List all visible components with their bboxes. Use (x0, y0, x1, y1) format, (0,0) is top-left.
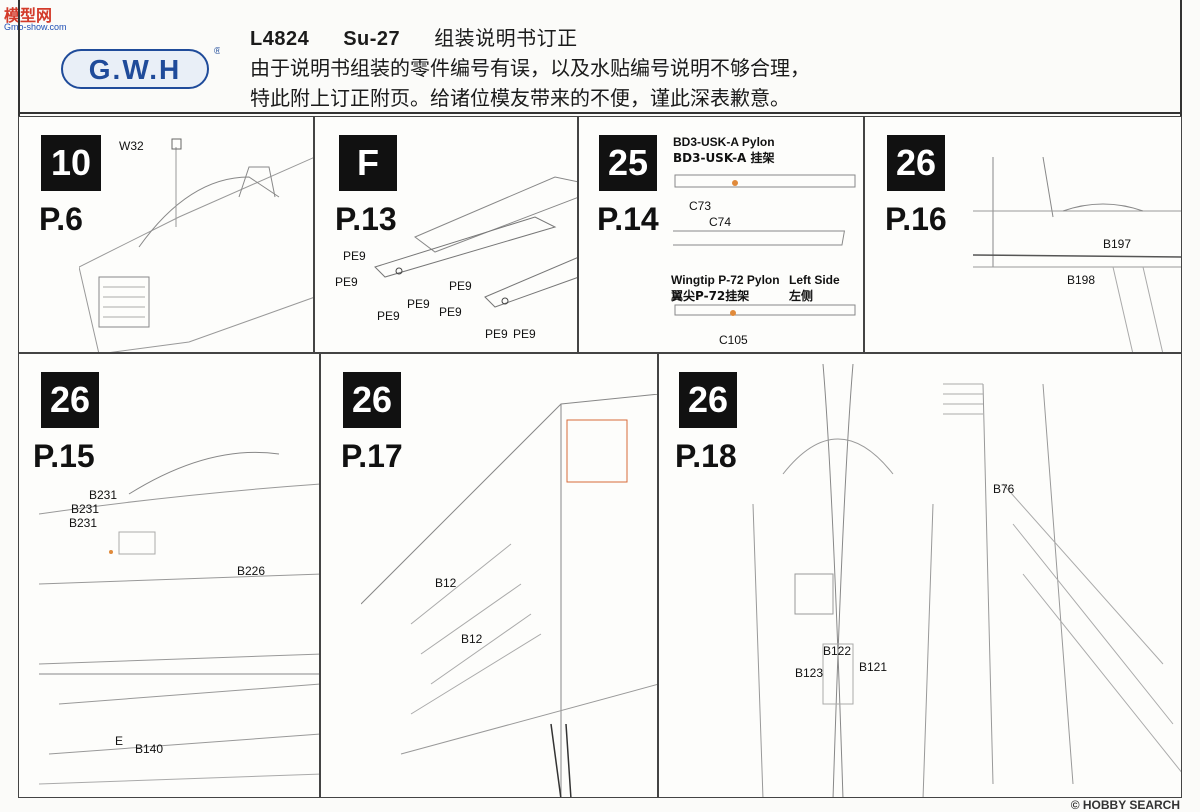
part-label: E (115, 734, 124, 748)
step-badge: 25 (599, 135, 657, 191)
panel-step26-p15: 26 P.15 B231 B231 B231 B226 E B140 (18, 353, 320, 798)
header-notice-line2: 特此附上订正附页。给诸位模友带来的不便，谨此深表歉意。 (250, 86, 790, 110)
page-reference: P.18 (675, 438, 737, 474)
part-label: B12 (435, 576, 457, 590)
pylon-drawing (673, 174, 856, 316)
panel-stepF-p13: F P.13 PE9 PE9 PE9 PE9 PE9 PE9 PE9 PE9 (314, 116, 578, 353)
part-label: B226 (237, 564, 266, 578)
part-label: PE9 (377, 309, 400, 323)
model-name: Su-27 (343, 28, 401, 50)
step-badge: 26 (343, 372, 401, 428)
svg-text:®: ® (214, 46, 220, 57)
panel-step25-p14: 25 P.14 BD3-USK-A Pylon BD3-USK-A 挂架 C73… (578, 116, 864, 353)
part-label: B123 (795, 666, 824, 680)
part-label: PE9 (449, 279, 472, 293)
part-label: B76 (993, 482, 1015, 496)
panel-step26-p16: 26 P.16 B197 B198 (864, 116, 1182, 353)
cockpit-drawing (79, 138, 313, 352)
part-label: C105 (719, 333, 748, 347)
panel-step26-p17: 26 P.17 B12 B12 (320, 353, 658, 798)
part-label: PE9 (439, 305, 462, 319)
site-watermark-sub: Gmo-show.com (4, 22, 67, 32)
part-label: C73 (689, 199, 712, 213)
part-label: B231 (69, 516, 98, 530)
intake-drawing (973, 157, 1181, 352)
page-reference: P.16 (885, 201, 947, 237)
correction-title: 组装说明书订正 (434, 26, 578, 50)
page-reference: P.6 (39, 201, 83, 237)
part-label: B121 (859, 660, 888, 674)
part-label: B231 (89, 488, 118, 502)
page-reference: P.15 (33, 438, 95, 474)
page-reference: P.17 (341, 438, 403, 474)
step-badge: F (339, 135, 397, 191)
header-notice-line1: 由于说明书组装的零件编号有误，以及水贴编号说明不够合理， (250, 56, 810, 80)
side-label-cn: 左侧 (789, 289, 814, 303)
gwh-logo: G.W.H ® (61, 46, 220, 89)
wingtip-label-en: Wingtip P-72 Pylon (671, 273, 780, 287)
step-badge: 26 (679, 372, 737, 428)
part-label: B198 (1067, 273, 1096, 287)
wing-drawing (361, 394, 657, 797)
wingtip-label-cn: 翼尖P-72挂架 (671, 289, 750, 303)
part-label: PE9 (513, 327, 536, 341)
step-badge: 10 (41, 135, 101, 191)
part-label: C74 (709, 215, 732, 229)
svg-text:G.W.H: G.W.H (89, 54, 181, 85)
site-watermark: 模型网 (4, 6, 53, 25)
correction-header: G.W.H ® L4824 Su-27 组装说明书订正 由于说明书组装的零件编号有误… (18, 0, 1182, 114)
pylon-label-cn: BD3-USK-A 挂架 (673, 151, 775, 165)
part-label: B122 (823, 644, 852, 658)
part-label: PE9 (407, 297, 430, 311)
part-label: B140 (135, 742, 164, 756)
kit-number: L4824 (250, 28, 310, 50)
hobbysearch-credit: © HOBBY SEARCH (1070, 798, 1180, 812)
header-title-line: L4824 Su-27 组装说明书订正 (250, 22, 578, 51)
part-label: PE9 (343, 249, 366, 263)
part-label: B197 (1103, 237, 1132, 251)
side-label-en: Left Side (789, 273, 840, 287)
part-label: W32 (119, 139, 144, 153)
fuselage-side-drawing (39, 451, 319, 785)
page-reference: P.14 (597, 201, 659, 237)
missile-drawing (374, 176, 577, 308)
page-reference: P.13 (335, 201, 397, 237)
step-badge: 26 (887, 135, 945, 191)
part-label: PE9 (335, 275, 358, 289)
step-badge: 26 (41, 372, 99, 428)
part-label: PE9 (485, 327, 508, 341)
panel-step26-p18: 26 P.18 B76 B122 B121 B123 (658, 353, 1182, 798)
part-label: B231 (71, 502, 100, 516)
part-label: B12 (461, 632, 483, 646)
fuselage-top-drawing (752, 364, 1181, 797)
pylon-label-en: BD3-USK-A Pylon (673, 135, 775, 149)
panel-step10-p6: 10 P.6 W32 (18, 116, 314, 353)
